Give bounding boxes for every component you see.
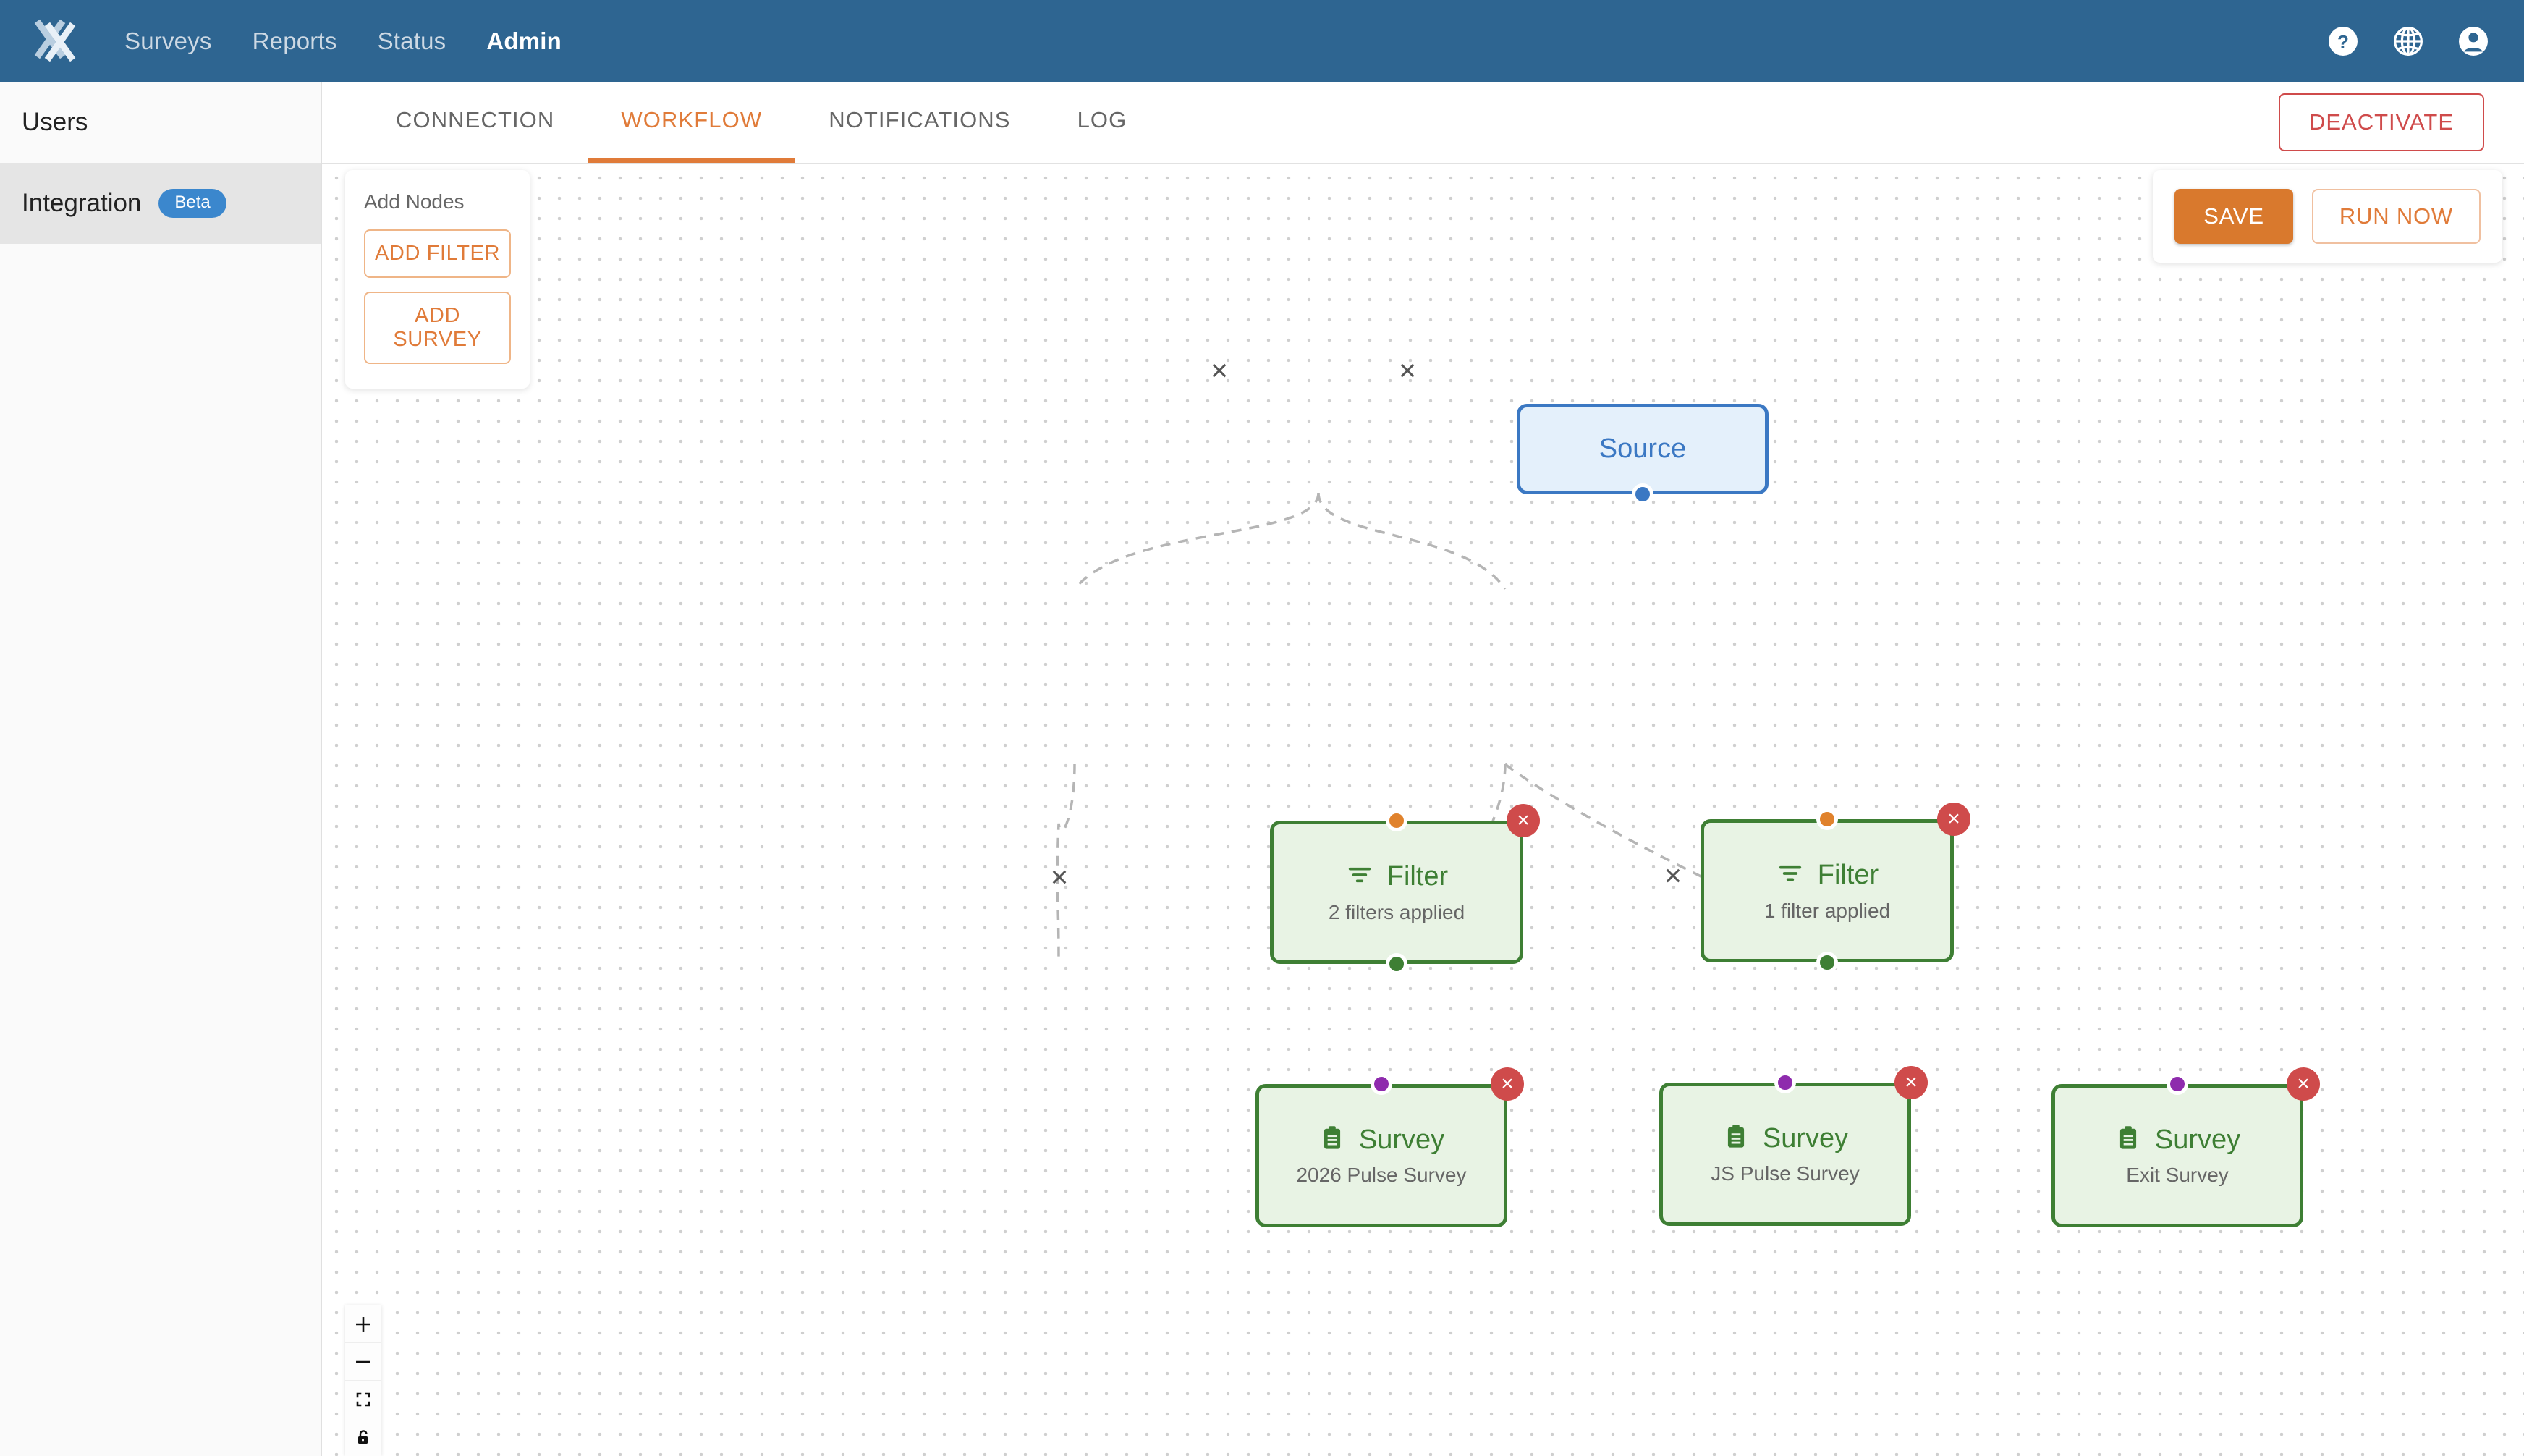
- nav-link-status[interactable]: Status: [377, 27, 446, 54]
- filter-node-header: Filter: [1776, 859, 1879, 892]
- nav-link-reports[interactable]: Reports: [252, 27, 337, 54]
- survey-node-title: Survey: [1358, 1125, 1445, 1155]
- edge-filter-1-survey-1[interactable]: [1056, 763, 1076, 959]
- sidebar-item-integration[interactable]: Integration Beta: [0, 163, 321, 244]
- workflow-node-survey-3[interactable]: Survey Exit Survey ×: [2051, 1067, 2320, 1227]
- clipboard-icon: [2114, 1125, 2142, 1156]
- survey-node-subtitle: JS Pulse Survey: [1711, 1162, 1860, 1185]
- delete-node-button[interactable]: ×: [1937, 803, 1970, 836]
- source-output-handle[interactable]: [1632, 483, 1653, 505]
- zoom-in-icon[interactable]: [345, 1305, 381, 1343]
- filter-node-title: Filter: [1386, 861, 1449, 892]
- account-icon[interactable]: [2456, 24, 2491, 59]
- svg-text:?: ?: [2337, 31, 2349, 53]
- survey-node-header: Survey: [1722, 1123, 1848, 1154]
- survey-node-header: Survey: [2114, 1125, 2240, 1156]
- filter-node-title: Filter: [1817, 860, 1879, 890]
- survey-input-handle[interactable]: [2167, 1073, 2188, 1095]
- tab-connection[interactable]: CONNECTION: [396, 107, 555, 132]
- add-nodes-panel: Add Nodes ADD FILTER ADD SURVEY: [345, 170, 530, 389]
- tab-log[interactable]: LOG: [1077, 107, 1127, 132]
- workflow-node-filter-2[interactable]: Filter 1 filter applied ×: [1701, 803, 1970, 973]
- fit-view-icon[interactable]: [345, 1381, 381, 1418]
- brand-x-logo-icon[interactable]: [29, 15, 81, 67]
- delete-node-button[interactable]: ×: [2287, 1067, 2320, 1101]
- primary-nav-links: Surveys Reports Status Admin: [104, 20, 582, 62]
- filter-node-box[interactable]: Filter 2 filters applied: [1270, 821, 1523, 964]
- survey-node-title: Survey: [2154, 1125, 2241, 1155]
- top-navigation-bar: Surveys Reports Status Admin ?: [0, 0, 2524, 82]
- edge-remove-filter-1-survey-1[interactable]: ×: [1051, 860, 1069, 894]
- edge-source-filter-1[interactable]: [1073, 492, 1320, 591]
- nav-link-admin[interactable]: Admin: [486, 27, 562, 54]
- nav-link-surveys[interactable]: Surveys: [124, 27, 212, 54]
- top-nav-actions: ?: [2326, 24, 2491, 59]
- source-node-box[interactable]: Source: [1517, 404, 1769, 494]
- edge-remove-source-filter-1[interactable]: ×: [1211, 353, 1229, 387]
- svg-text:×: ×: [1051, 860, 1069, 894]
- survey-node-box[interactable]: Survey JS Pulse Survey: [1659, 1083, 1911, 1226]
- survey-node-header: Survey: [1318, 1125, 1444, 1156]
- globe-icon[interactable]: [2391, 24, 2426, 59]
- svg-text:×: ×: [1664, 858, 1682, 892]
- delete-node-button[interactable]: ×: [1507, 804, 1540, 837]
- sidebar-item-label: Integration: [22, 188, 142, 217]
- clipboard-icon: [1722, 1123, 1750, 1154]
- tab-workflow[interactable]: WORKFLOW: [588, 82, 796, 163]
- edge-remove-filter-2-survey-3[interactable]: ×: [1664, 858, 1682, 892]
- filter-output-handle[interactable]: [1816, 952, 1838, 973]
- canvas-zoom-controls: [345, 1305, 381, 1456]
- filter-node-box[interactable]: Filter 1 filter applied: [1701, 819, 1954, 962]
- tab-bar: CONNECTION WORKFLOW NOTIFICATIONS LOG DE…: [322, 82, 2524, 164]
- app-body: Users Integration Beta CONNECTION WORKFL…: [0, 82, 2524, 1456]
- svg-text:×: ×: [1399, 353, 1417, 387]
- edge-source-filter-2[interactable]: [1317, 492, 1507, 590]
- deactivate-button[interactable]: DEACTIVATE: [2278, 93, 2484, 151]
- add-filter-button[interactable]: ADD FILTER: [364, 229, 511, 278]
- survey-node-subtitle: 2026 Pulse Survey: [1296, 1164, 1467, 1186]
- sidebar-item-users[interactable]: Users: [0, 82, 321, 163]
- edge-remove-source-filter-2[interactable]: ×: [1399, 353, 1417, 387]
- main-content: CONNECTION WORKFLOW NOTIFICATIONS LOG DE…: [322, 82, 2524, 1456]
- run-now-button[interactable]: RUN NOW: [2311, 189, 2481, 244]
- edge-filter-2-survey-2[interactable]: [1458, 763, 1507, 959]
- delete-node-button[interactable]: ×: [1894, 1066, 1928, 1099]
- workflow-node-filter-1[interactable]: Filter 2 filters applied ×: [1270, 804, 1540, 975]
- filter-input-handle[interactable]: [1816, 808, 1838, 830]
- survey-input-handle[interactable]: [1371, 1073, 1392, 1095]
- beta-badge: Beta: [158, 188, 226, 218]
- survey-input-handle[interactable]: [1774, 1072, 1796, 1093]
- survey-node-box[interactable]: Survey Exit Survey: [2051, 1084, 2303, 1227]
- filter-output-handle[interactable]: [1386, 953, 1407, 975]
- workflow-edges: × × × × ×: [1051, 353, 1859, 959]
- filter-input-handle[interactable]: [1386, 810, 1407, 831]
- workflow-canvas[interactable]: Add Nodes ADD FILTER ADD SURVEY SAVE RUN…: [322, 164, 2524, 1456]
- filter-icon: [1345, 860, 1374, 893]
- clipboard-icon: [1318, 1125, 1346, 1156]
- workflow-action-panel: SAVE RUN NOW: [2153, 170, 2502, 263]
- filter-node-header: Filter: [1345, 860, 1448, 893]
- workflow-node-source[interactable]: Source: [1517, 404, 1769, 505]
- filter-node-subtitle: 2 filters applied: [1328, 901, 1465, 923]
- zoom-out-icon[interactable]: [345, 1343, 381, 1381]
- filter-icon: [1776, 859, 1805, 892]
- tab-notifications[interactable]: NOTIFICATIONS: [829, 107, 1011, 132]
- help-icon[interactable]: ?: [2326, 24, 2360, 59]
- workflow-node-survey-1[interactable]: Survey 2026 Pulse Survey ×: [1255, 1067, 1524, 1227]
- add-survey-button[interactable]: ADD SURVEY: [364, 292, 511, 364]
- lock-icon[interactable]: [345, 1418, 381, 1456]
- survey-node-subtitle: Exit Survey: [2126, 1164, 2229, 1186]
- survey-node-box[interactable]: Survey 2026 Pulse Survey: [1255, 1084, 1507, 1227]
- add-nodes-title: Add Nodes: [364, 190, 465, 213]
- workflow-node-survey-2[interactable]: Survey JS Pulse Survey ×: [1659, 1066, 1928, 1226]
- sidebar-item-label: Users: [22, 107, 88, 136]
- save-button[interactable]: SAVE: [2174, 189, 2293, 244]
- survey-node-title: Survey: [1762, 1123, 1849, 1154]
- sidebar: Users Integration Beta: [0, 82, 322, 1456]
- source-node-title: Source: [1598, 433, 1687, 464]
- svg-text:×: ×: [1211, 353, 1229, 387]
- filter-node-subtitle: 1 filter applied: [1763, 900, 1891, 922]
- delete-node-button[interactable]: ×: [1491, 1067, 1524, 1101]
